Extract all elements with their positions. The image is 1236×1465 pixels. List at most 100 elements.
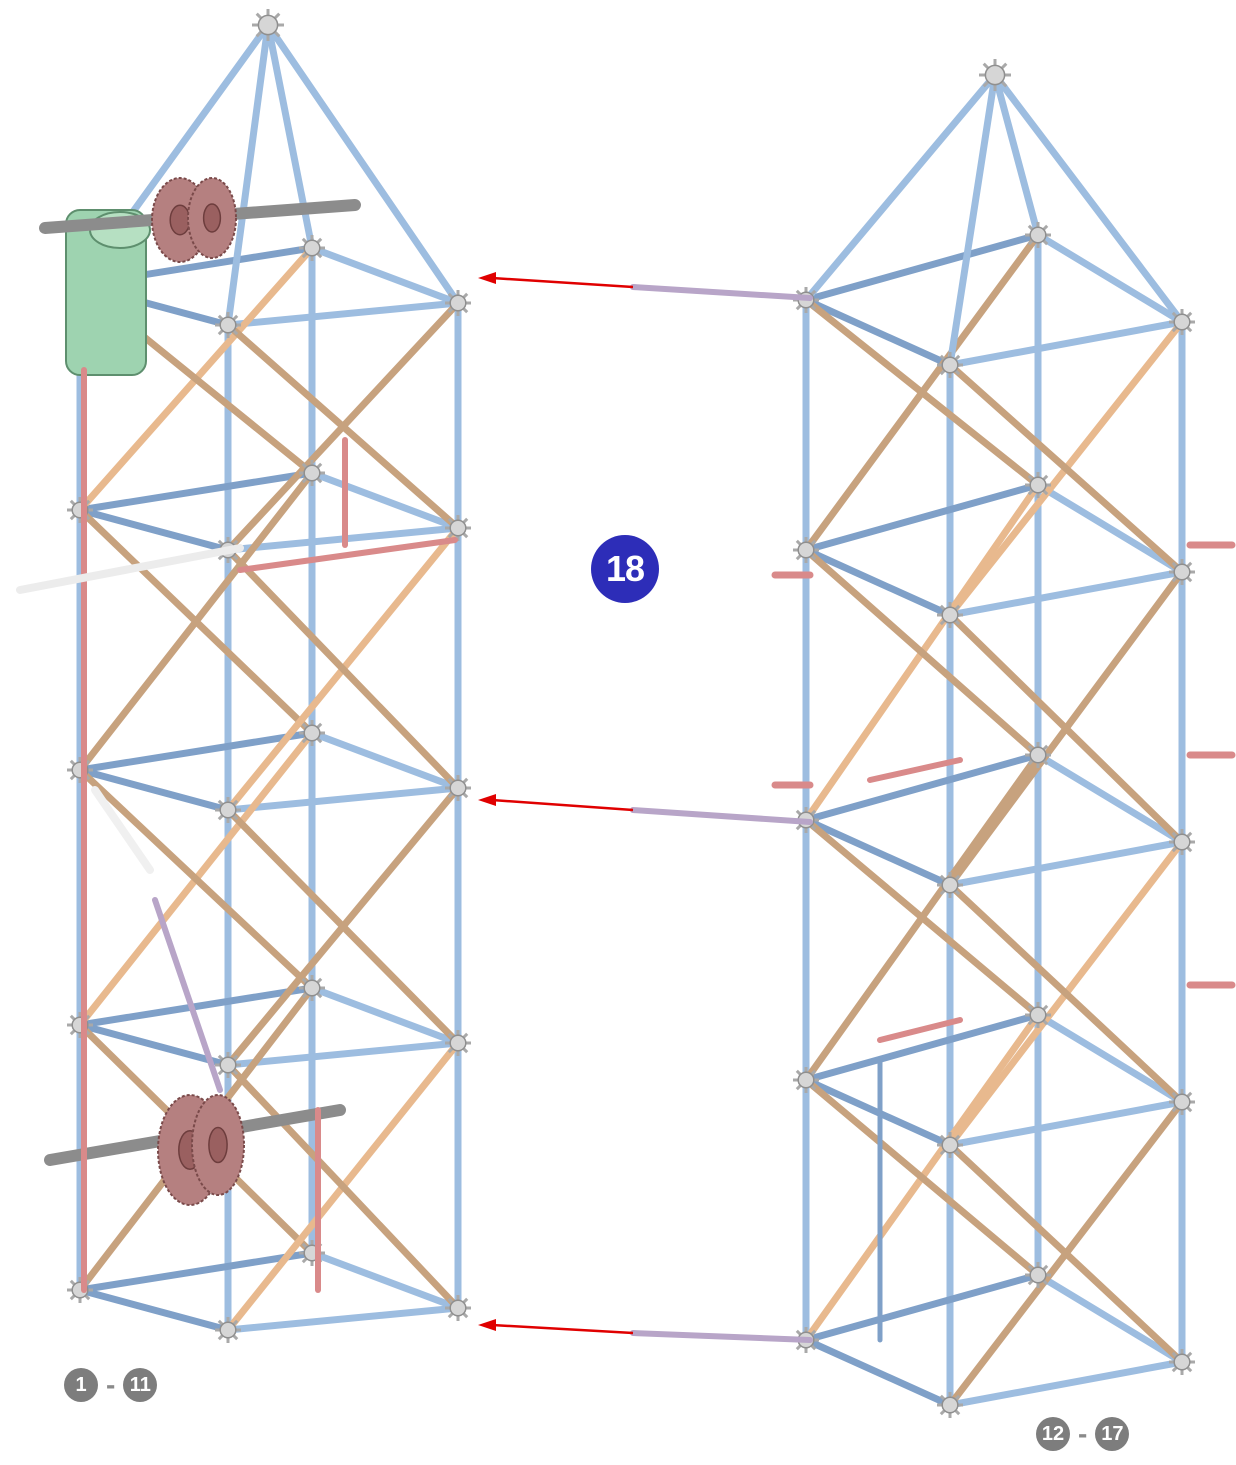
connector-icon (67, 497, 93, 523)
connector-icon (445, 515, 471, 541)
connector-icon (67, 757, 93, 783)
right-tower-brace-rod (946, 881, 1186, 1106)
gear-hub (202, 203, 222, 233)
right-range-end-badge: 17 (1095, 1417, 1130, 1451)
left-tower-ring-rod (76, 469, 316, 514)
connector-icon (299, 1240, 325, 1266)
left-tower-roof-rod (264, 21, 462, 307)
right-tower-step-range: 12 - 17 (1036, 1417, 1130, 1451)
connector-icon (937, 872, 963, 898)
left-tower-ring-rod (224, 299, 462, 329)
connector-icon (1169, 1089, 1195, 1115)
red-rod (867, 757, 963, 783)
left-tower-brace-rod (224, 1061, 462, 1312)
left-range-end-badge: 11 (123, 1368, 158, 1402)
left-tower-ring-rod (76, 1249, 316, 1294)
right-tower-ring-rod (802, 751, 1042, 824)
left-tower-ring-rod (224, 784, 462, 814)
connector-icon (937, 1132, 963, 1158)
right-tower-ring-rod (802, 546, 954, 619)
connector-icon (445, 290, 471, 316)
right-tower-ring-rod (946, 1098, 1186, 1149)
left-tower-ring-rod (308, 1249, 462, 1312)
link-rod (630, 1330, 813, 1343)
connector-icon (445, 1295, 471, 1321)
left-range-start-badge: 1 (64, 1368, 98, 1402)
arrow-icon (491, 1323, 634, 1335)
left-tower-ring-rod (308, 244, 462, 307)
left-tower-brace-rod (224, 321, 462, 532)
left-tower-ring-rod (308, 729, 462, 792)
right-tower-ring-rod (1034, 751, 1186, 846)
connector-icon (299, 460, 325, 486)
gear-hub (208, 1126, 228, 1164)
right-tower-ring-rod (946, 838, 1186, 889)
right-tower-brace-rod (802, 546, 1042, 759)
right-range-dash: - (1078, 1418, 1088, 1449)
right-tower-ring-rod (802, 1011, 1042, 1084)
left-tower-ring-rod (76, 729, 316, 774)
left-tower-brace-rod (224, 806, 462, 1047)
right-tower-brace-rod (802, 1076, 1042, 1279)
connector-icon (1025, 1262, 1051, 1288)
connector-icon (215, 1052, 241, 1078)
connector-icon (1169, 1349, 1195, 1375)
connector-icon (793, 1067, 819, 1093)
connector-icon (1169, 829, 1195, 855)
right-tower-ring-rod (1034, 231, 1186, 326)
connector-icon (215, 797, 241, 823)
left-tower-brace-rod (224, 546, 462, 792)
right-tower-roof-rod (802, 71, 999, 304)
right-tower-roof-rod (991, 71, 1186, 326)
arrow-icon (491, 798, 634, 812)
right-tower-ring-rod (802, 231, 1042, 304)
connector-icon (937, 602, 963, 628)
right-tower-ring-rod (946, 1358, 1186, 1409)
right-tower-brace-rod (802, 816, 1042, 1019)
left-tower-ring-rod (76, 766, 232, 814)
connector-icon (299, 720, 325, 746)
motor-icon (65, 209, 147, 376)
connector-icon (445, 775, 471, 801)
arrow-head (478, 794, 496, 806)
connector-icon (1025, 222, 1051, 248)
step-number-badge: 18 (591, 535, 659, 603)
connector-icon (215, 312, 241, 338)
right-tower-roof-rod (991, 71, 1042, 239)
right-tower-brace-rod (946, 611, 1186, 846)
connector-icon (1025, 1002, 1051, 1028)
connector-icon (793, 537, 819, 563)
right-tower-brace-rod (802, 296, 1042, 489)
red-rod (877, 1017, 963, 1043)
right-tower-ring-rod (1034, 1011, 1186, 1106)
right-tower-ring-rod (1034, 481, 1186, 576)
connector-icon (979, 59, 1011, 91)
right-range-start-badge: 12 (1036, 1417, 1070, 1451)
connector-rod (16, 544, 244, 594)
gear-hub (169, 204, 191, 236)
right-tower-ring-rod (802, 296, 954, 369)
right-tower-ring-rod (802, 481, 1042, 554)
left-tower-ring-rod (76, 984, 316, 1029)
left-tower-step-range: 1 - 11 (64, 1368, 158, 1402)
connector-icon (67, 1012, 93, 1038)
left-tower-brace-rod (76, 506, 316, 737)
right-tower-ring-rod (946, 568, 1186, 619)
connector-icon (299, 975, 325, 1001)
purple-rod (152, 897, 223, 1093)
connector-rod (91, 786, 154, 874)
connector-icon (299, 235, 325, 261)
right-tower-ring-rod (802, 816, 954, 889)
connector-icon (1169, 559, 1195, 585)
arrow-head (478, 1319, 496, 1331)
left-tower-roof-rod (224, 21, 272, 329)
left-tower-ring-rod (224, 1304, 462, 1334)
left-range-dash: - (106, 1369, 116, 1400)
left-tower-ring-rod (224, 1039, 462, 1069)
connector-icon (67, 1277, 93, 1303)
right-tower-ring-rod (946, 318, 1186, 369)
step-number: 18 (605, 548, 645, 589)
connector-icon (1169, 309, 1195, 335)
left-tower-ring-rod (308, 984, 462, 1047)
